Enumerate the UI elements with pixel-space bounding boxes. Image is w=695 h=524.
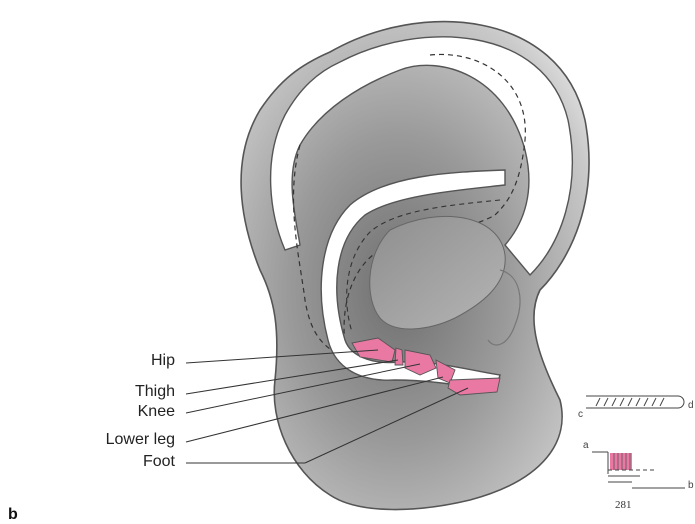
legend-b: b [688, 480, 694, 491]
panel-label: b [8, 506, 18, 523]
zone-thigh [395, 348, 403, 365]
label-thigh: Thigh [135, 383, 175, 400]
legend-c: c [578, 409, 583, 420]
page-number: 281 [615, 499, 632, 511]
zone-foot [448, 378, 500, 395]
label-hip: Hip [151, 352, 175, 369]
label-knee: Knee [138, 403, 175, 420]
legend-d: d [688, 400, 694, 411]
label-lower-leg: Lower leg [106, 431, 175, 448]
legend-schematic: c d a b [578, 396, 694, 491]
legend-pink-block [610, 453, 632, 470]
legend-a: a [583, 440, 589, 451]
label-foot: Foot [143, 453, 176, 470]
